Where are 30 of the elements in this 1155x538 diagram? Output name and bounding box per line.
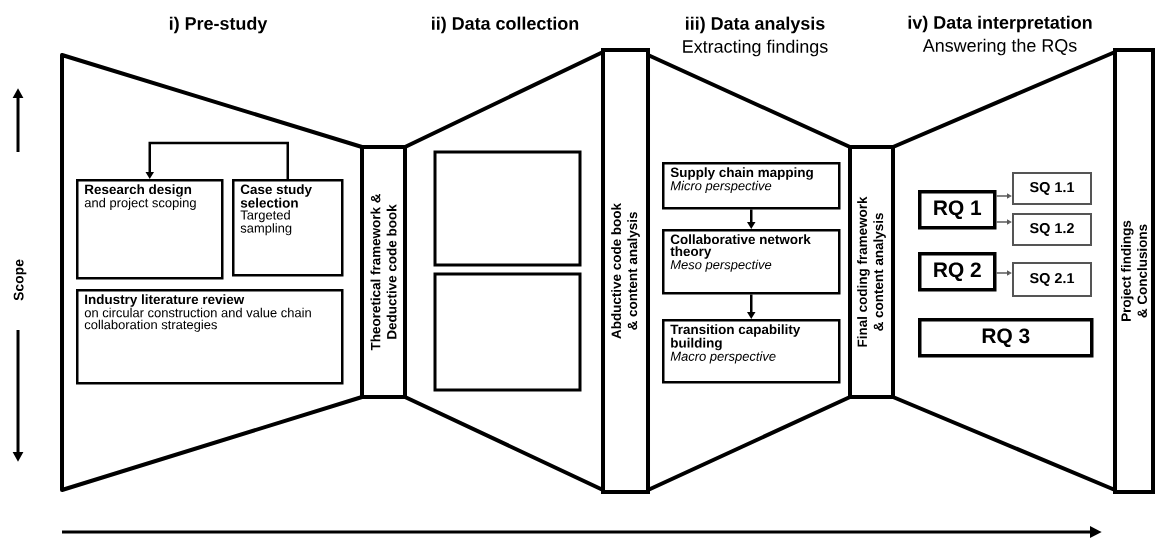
process-box: Research design and project scoping xyxy=(76,179,224,280)
process-box: Case study selection Targeted sampling xyxy=(232,179,344,277)
arrow xyxy=(747,209,756,229)
question-box: SQ 2.1 xyxy=(1012,262,1092,297)
stage-bar: Project findings & Conclusions xyxy=(1113,48,1155,494)
axis-label: Scope xyxy=(13,259,27,301)
stage-bar: Final coding framework & content analysis xyxy=(848,145,895,399)
arrow xyxy=(995,193,1012,199)
case-box xyxy=(433,272,582,392)
stage-heading: iii) Data analysis xyxy=(686,16,825,34)
question-box: RQ 2 xyxy=(918,252,997,292)
process-box: Collaborative network theory Meso perspective xyxy=(662,229,841,295)
case-box xyxy=(433,150,582,267)
stage-subheading: Answering the RQs xyxy=(922,38,1077,56)
stage-bar: Abductive code book & content analysis xyxy=(601,48,650,494)
question-box: RQ 3 xyxy=(918,318,1094,358)
stage-heading: ii) Data collection xyxy=(432,16,579,34)
question-box: SQ 1.1 xyxy=(1012,172,1092,205)
arrow xyxy=(747,294,756,319)
stage-heading: i) Pre-study xyxy=(169,16,268,34)
stage-bar: Theoretical framework & Deductive code book xyxy=(360,145,407,399)
arrow xyxy=(995,270,1012,276)
question-box: SQ 1.2 xyxy=(1012,213,1092,246)
arrow xyxy=(995,219,1012,225)
process-box: Supply chain mapping Micro perspective xyxy=(662,162,841,210)
process-box: Transition capability building Macro perspective xyxy=(662,319,841,384)
stage-subheading: Extracting findings xyxy=(683,39,828,57)
stage-heading: iv) Data interpretation xyxy=(908,15,1092,33)
question-box: RQ 1 xyxy=(918,190,997,230)
process-box: Industry literature review on circular construction and value chain collaboration strategies xyxy=(76,289,344,385)
